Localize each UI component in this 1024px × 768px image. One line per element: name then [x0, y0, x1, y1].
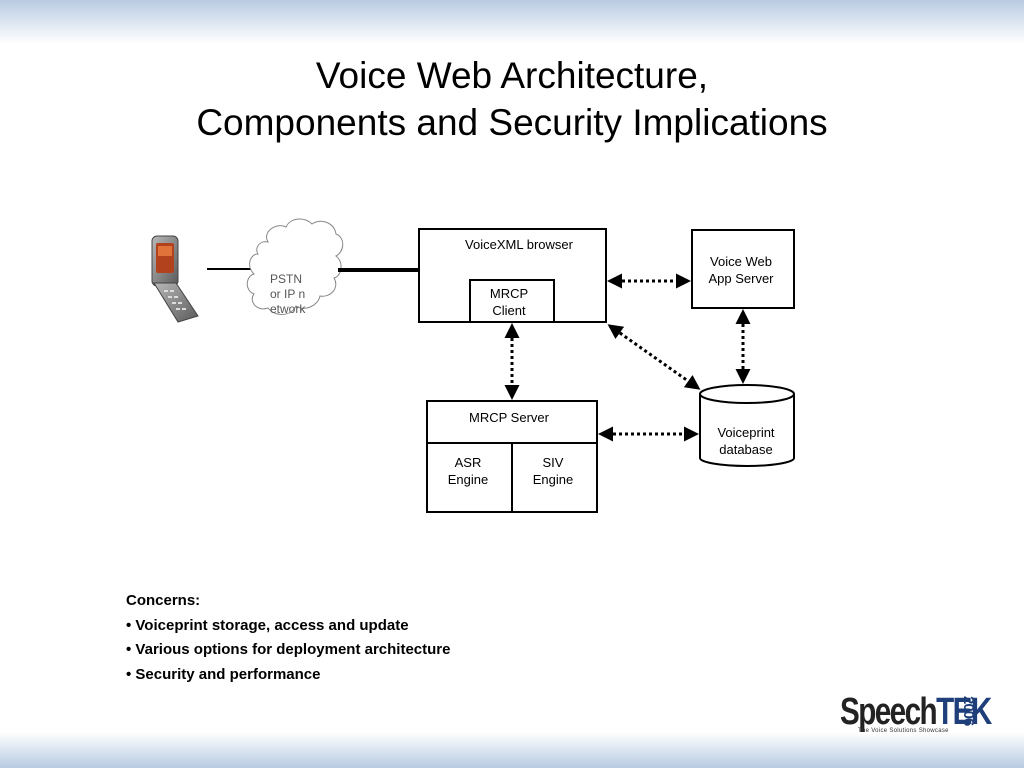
siv-engine-box: [511, 442, 598, 513]
concern-item: • Voiceprint storage, access and update: [126, 616, 409, 634]
mrcp-server-box: [426, 400, 598, 444]
mrcp-server-label: MRCP Server: [469, 410, 549, 425]
logo-brand-part2: TEK: [936, 691, 992, 733]
mobile-phone-icon: [151, 235, 199, 323]
slide-title: Voice Web Architecture, Components and S…: [0, 52, 1024, 146]
logo-brand-part1: Speech: [840, 691, 938, 733]
asr-engine-label: ASR Engine: [447, 455, 489, 487]
logo-year: 2006: [960, 696, 977, 726]
siv-engine-label: SIV Engine: [532, 455, 574, 487]
concerns-heading: Concerns:: [126, 592, 201, 609]
top-gradient-band: [0, 0, 1024, 44]
concern-item: • Various options for deployment archite…: [126, 641, 451, 658]
slide-title-line-1: Voice Web Architecture,: [315, 55, 709, 96]
voiceprint-database-label: Voiceprint database: [717, 425, 775, 457]
asr-engine-box: [426, 442, 513, 513]
network-cloud-label: PSTN or IP network: [270, 272, 306, 316]
voicexml-browser-label: VoiceXML browser: [465, 237, 573, 252]
concerns-list: Concerns: • Voiceprint storage, access a…: [126, 589, 450, 687]
speechtek-logo: SpeechTEK 2006 The Voice Solutions Showc…: [838, 690, 992, 740]
voiceprint-database-cylinder: [699, 384, 795, 467]
speechtek-logo-wordmark: SpeechTEK: [840, 690, 992, 734]
mrcp-client-label: MRCP Client: [489, 286, 529, 318]
network-cloud-shape: [246, 218, 344, 315]
voice-web-app-server-box: [691, 229, 795, 309]
browser-database-arrow: [607, 324, 701, 390]
slide-title-line-2: Components and Security Implications: [196, 102, 828, 143]
mrcp-client-box: [469, 279, 555, 323]
bottom-gradient-band: [0, 732, 1024, 768]
voice-web-app-server-label: Voice Web App Server: [708, 254, 774, 286]
logo-tagline: The Voice Solutions Showcase: [858, 728, 949, 734]
concern-item: • Security and performance: [126, 665, 321, 683]
